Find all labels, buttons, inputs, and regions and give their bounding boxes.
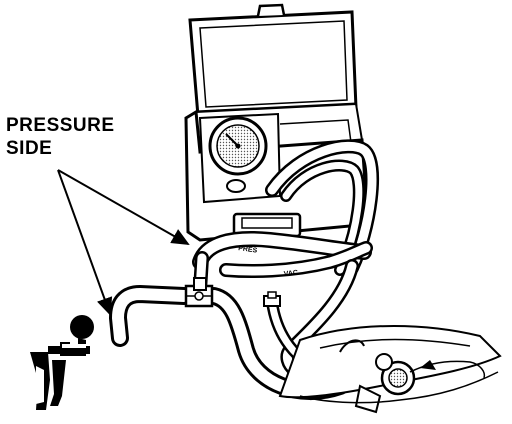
- pressure-side-callout: PRESSURE SIDE: [6, 114, 115, 160]
- callout-line-1: PRESSURE: [6, 115, 115, 136]
- tee-fitting: [184, 277, 214, 308]
- callout-line-2: SIDE: [6, 138, 53, 159]
- vac-hose-label: VAC: [283, 270, 298, 278]
- hand-pump: [30, 315, 94, 410]
- pres-hose-label: PRES: [238, 245, 258, 255]
- tester-case: [184, 3, 368, 242]
- pressure-gauge: [208, 116, 268, 176]
- arrow-to-pressure-side-hose: [57, 169, 113, 316]
- callout-arrows: [57, 169, 190, 316]
- lid-handle: [256, 3, 286, 17]
- power-steering-pump: [278, 325, 502, 414]
- control-knob: [226, 179, 246, 193]
- arrow-to-pressure-hose: [57, 169, 190, 245]
- case-hoses: [192, 139, 379, 279]
- hose-clamp: [263, 291, 281, 307]
